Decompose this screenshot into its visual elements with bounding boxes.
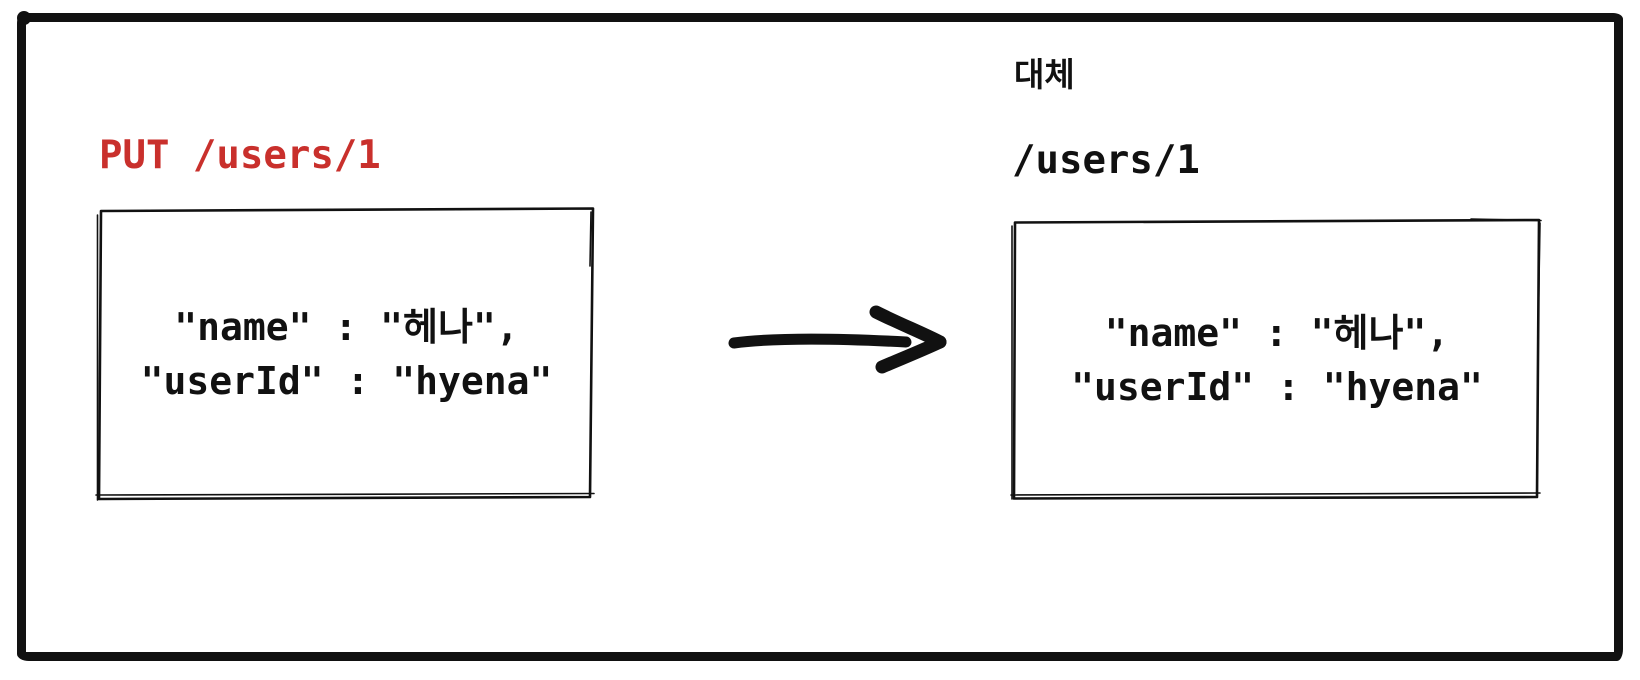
request-body-box: "name" : "헤나", "userId" : "hyena" xyxy=(95,206,597,502)
request-method-label: PUT /users/1 xyxy=(99,133,381,178)
json-line: "userId" : "hyena" xyxy=(1071,364,1483,409)
request-body-json: "name" : "헤나", "userId" : "hyena" xyxy=(96,206,597,502)
json-line: "name" : "헤나", xyxy=(1104,310,1450,355)
result-body-json: "name" : "헤나", "userId" : "hyena" xyxy=(1011,218,1543,501)
result-path-label: /users/1 xyxy=(1012,138,1200,183)
sketch-rect xyxy=(95,207,595,501)
sketch-rect xyxy=(1010,218,1542,500)
replace-caption: 대체 xyxy=(1014,55,1075,94)
json-line: "userId" : "hyena" xyxy=(140,359,553,403)
json-line: "name" : "헤나", xyxy=(174,305,519,349)
arrow-right-icon xyxy=(725,296,960,388)
result-body-box: "name" : "헤나", "userId" : "hyena" xyxy=(1010,218,1543,501)
outer-frame xyxy=(17,11,1623,661)
